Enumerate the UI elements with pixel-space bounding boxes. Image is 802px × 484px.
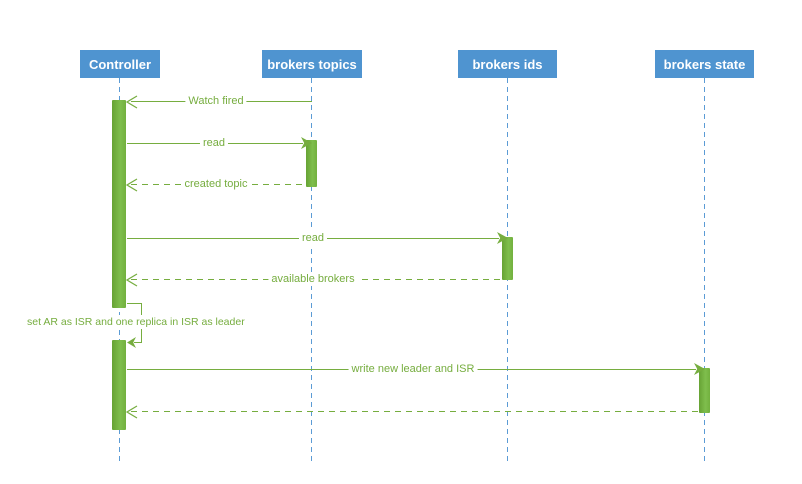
filled-arrowhead-icon: [497, 232, 508, 244]
activation-brokers-ids: [502, 237, 513, 280]
participant-brokers-ids: brokers ids: [458, 50, 557, 78]
filled-arrowhead-icon: [694, 363, 705, 375]
lifeline-brokers-state: [704, 78, 705, 464]
activation-controller-2: [112, 340, 126, 430]
message-read-topics-label: read: [199, 136, 229, 150]
message-created-topic-label: created topic: [181, 177, 251, 191]
activation-controller-1: [112, 100, 126, 308]
activation-brokers-state: [699, 368, 710, 413]
participant-label: brokers state: [663, 56, 746, 72]
self-message-label: set AR as ISR and one replica in ISR as …: [24, 315, 248, 329]
message-available-brokers-label: available brokers: [268, 272, 358, 286]
participant-label: brokers topics: [267, 56, 357, 72]
open-arrowhead-icon: [125, 405, 138, 419]
open-arrowhead-icon: [125, 95, 138, 109]
message-return-line: [131, 411, 704, 412]
filled-arrowhead-icon: [301, 137, 312, 149]
participant-brokers-state: brokers state: [655, 50, 754, 78]
participant-brokers-topics: brokers topics: [262, 50, 362, 78]
open-arrowhead-icon: [125, 178, 138, 192]
activation-brokers-topics: [306, 140, 317, 187]
participant-controller: Controller: [80, 50, 160, 78]
self-message-top-line: [127, 303, 142, 304]
message-read-ids-label: read: [298, 231, 328, 245]
filled-arrowhead-left-icon: [127, 337, 136, 348]
open-arrowhead-icon: [125, 273, 138, 287]
message-write-leader-label: write new leader and ISR: [348, 362, 478, 376]
message-watch-fired-label: Watch fired: [185, 94, 247, 108]
self-message-bottom-line: [134, 342, 142, 343]
lifeline-brokers-topics: [311, 78, 312, 464]
participant-label: Controller: [88, 56, 152, 72]
participant-label: brokers ids: [472, 56, 543, 72]
